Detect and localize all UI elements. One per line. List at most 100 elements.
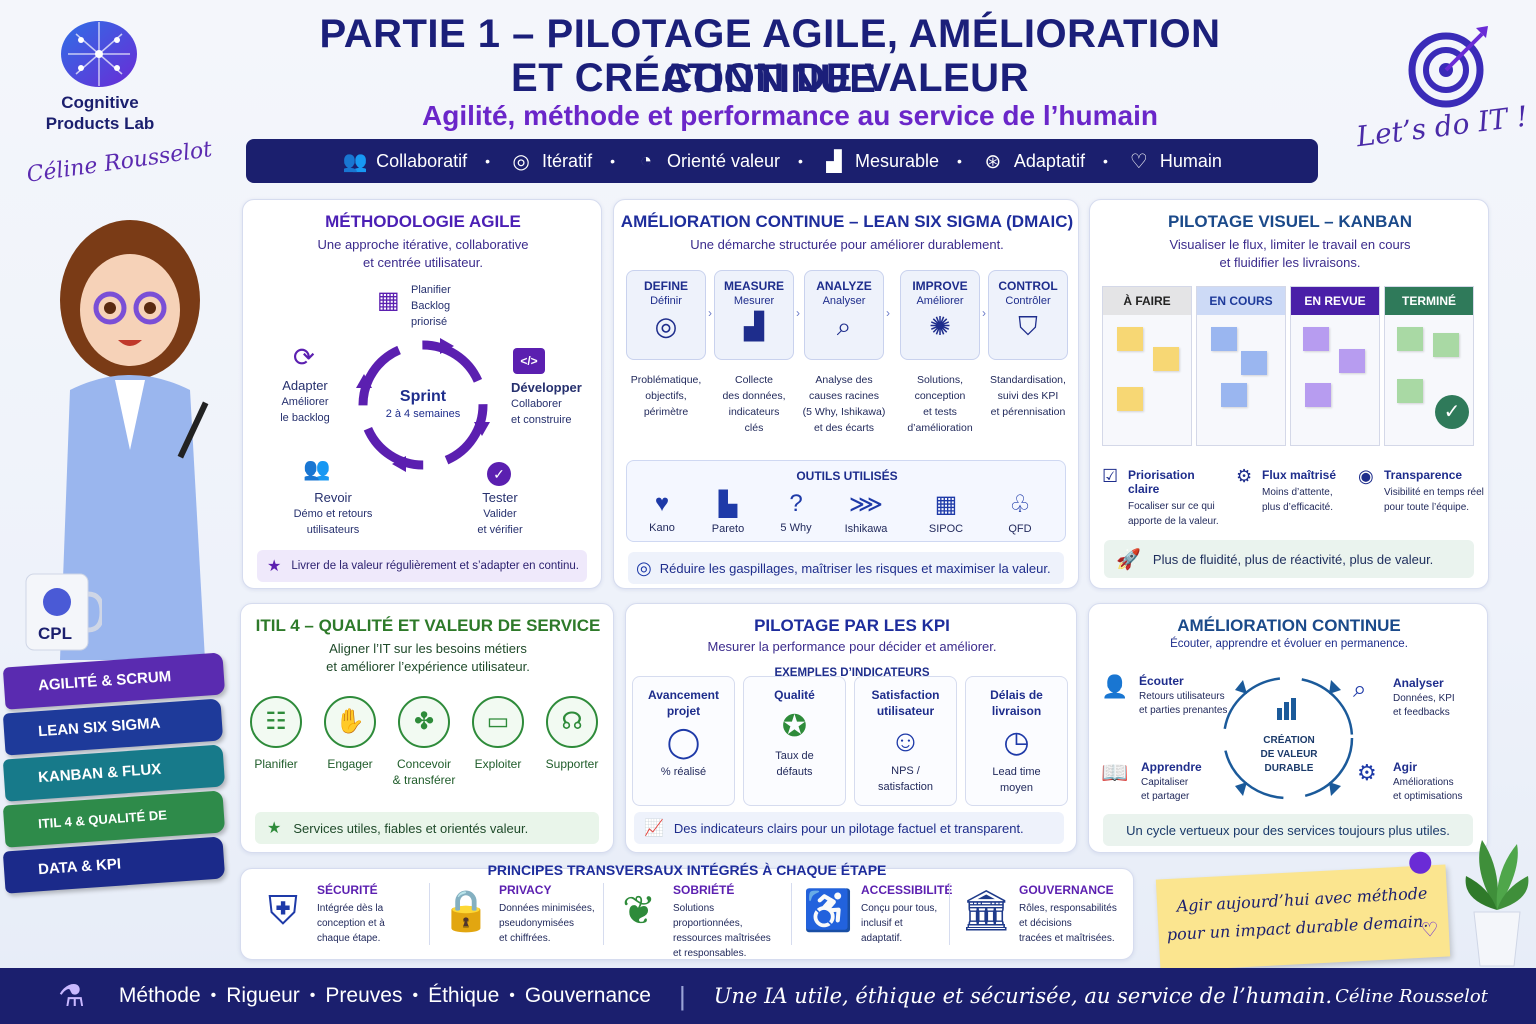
step-learn: 📖 Apprendre Capitaliser et partager	[1101, 760, 1202, 804]
pill-label: Orienté valeur	[666, 150, 781, 171]
step-plan-desc1: Backlog	[411, 300, 451, 312]
brand-name-line2: Products Lab	[45, 114, 155, 133]
continuous-banner: Un cycle vertueux pour des services touj…	[1103, 814, 1473, 846]
principle-desc-line: Données minimisées,	[499, 903, 595, 914]
kpi-title-line1: Avancement	[648, 688, 719, 702]
feature-desc1: Visibilité en temps réel	[1384, 487, 1484, 498]
kanban-column-header: EN REVUE	[1291, 287, 1379, 315]
tools-panel: OUTILS UTILISÉS	[626, 460, 1066, 542]
principle-desc-line: tracées et maîtrisées.	[1019, 933, 1115, 944]
tool-label: Pareto	[711, 523, 745, 535]
principle-title: PRIVACY	[499, 883, 552, 897]
virtuous-cycle-icon	[1222, 676, 1354, 800]
sticky-note-card	[1153, 347, 1179, 371]
flow-icon: ⚙	[1236, 466, 1253, 486]
card-title: PILOTAGE VISUEL – KANBAN	[1167, 212, 1412, 231]
gear-icon: ⚙	[1357, 760, 1377, 785]
kpi-title-line1: Qualité	[774, 688, 815, 702]
feature-title: Transparence	[1384, 468, 1463, 482]
dmaic-step-subtitle: Améliorer	[916, 295, 964, 307]
pill-label: Itératif	[542, 150, 593, 171]
dmaic-step-subtitle: Définir	[650, 295, 682, 307]
bar-chart-icon: ▟	[826, 150, 842, 173]
dmaic-desc-line: Problématique,	[630, 374, 702, 386]
puzzle-icon: ✤	[398, 696, 450, 748]
card-itil: ITIL 4 – QUALITÉ ET VALEUR DE SERVICE Al…	[240, 603, 614, 853]
fishbone-icon: ⋙	[848, 491, 884, 518]
sticky-note-card	[1339, 349, 1365, 373]
step-adapt-desc1: Améliorer	[281, 396, 329, 408]
sticky-note: Agir aujourd’hui avec méthode pour un im…	[1155, 851, 1451, 972]
cycle-center-line3: DURABLE	[1264, 763, 1314, 774]
handshake-icon: ✋	[324, 696, 376, 748]
kanban-banner-text: Plus de fluidité, plus de réactivité, pl…	[1152, 551, 1434, 567]
tool-label: Kano	[649, 522, 675, 534]
card-subtitle-line1: Aligner l’IT sur les besoins métiers	[329, 641, 527, 656]
principle-desc: Solutions proportionnées,ressources maît…	[673, 901, 780, 961]
separator-dot: •	[309, 987, 316, 1004]
cycle-center-line1: CRÉATION	[1263, 735, 1315, 746]
feature-desc1: Focaliser sur ce qui	[1128, 501, 1215, 512]
sticky-note-card	[1397, 327, 1423, 351]
star-icon: ★	[267, 820, 282, 837]
footer-signature: Céline Rousselot	[1335, 985, 1488, 1007]
dmaic-desc-line: périmètre	[643, 406, 689, 418]
book-icon: 📖	[1101, 760, 1129, 785]
magnifier-icon: ⌕	[836, 311, 852, 341]
kpi-title-line1: Satisfaction	[871, 688, 940, 702]
principle-desc-line: chaque étape.	[317, 933, 381, 944]
step-develop: Développer Collaborer et construire	[511, 380, 582, 428]
principle-desc-line: et décisions	[1019, 918, 1072, 929]
agile-banner-text: Livrer de la valeur régulièrement et s’a…	[291, 560, 580, 572]
principle-desc-line: et responsables.	[673, 948, 747, 959]
step-listen-title: Écouter	[1139, 674, 1184, 688]
dmaic-desc-line: suivi des KPI	[997, 390, 1059, 402]
pill-humain: ♡Humain	[1126, 149, 1222, 174]
pill-label: Adaptatif	[1013, 150, 1085, 171]
footer-word: Rigueur	[226, 984, 300, 1007]
principle-desc-line: Intégrée dès la	[317, 903, 384, 914]
card-subtitle-line2: et fluidifier les livraisons.	[1219, 255, 1361, 270]
itil-step-label-line1: Exploiter	[474, 757, 522, 771]
footer-tagline: Une IA utile, éthique et sécurisée, au s…	[713, 984, 1333, 1008]
dmaic-desc-line: indicateurs	[728, 406, 780, 418]
principle-divider	[603, 883, 604, 945]
itil-step-label-line2: & transférer	[392, 773, 456, 787]
donut-icon: ◯	[666, 726, 701, 759]
step-plan-desc2: priorisé	[411, 316, 448, 328]
kpi-banner-text: Des indicateurs clairs pour un pilotage …	[673, 820, 1024, 836]
dmaic-desc-line: et des écarts	[813, 422, 875, 434]
question-icon: ?	[789, 490, 803, 517]
sticky-note-card	[1221, 383, 1247, 407]
bar-chart-icon: ▟	[744, 311, 764, 341]
leaf-icon: ❦	[622, 889, 656, 933]
sprint-cycle-icon	[356, 338, 490, 472]
step-review-desc2: utilisateurs	[306, 524, 360, 536]
pin-icon	[1408, 851, 1432, 875]
itil-step-label: Engager	[315, 756, 385, 772]
step-listen: 👤 Écouter Retours utilisateurs et partie…	[1101, 674, 1227, 718]
kanban-column-header: EN COURS	[1197, 287, 1285, 315]
arrow-right-icon: ›	[982, 306, 986, 320]
principles-title: PRINCIPES TRANSVERSAUX INTÉGRÉS À CHAQUE…	[487, 862, 887, 878]
step-test-title: Tester	[482, 490, 518, 505]
cycle-center-line2: DE VALEUR	[1260, 749, 1318, 760]
pill-label: Mesurable	[854, 150, 939, 171]
itil-step-label-line1: Engager	[327, 757, 373, 771]
book-stack: CPL AGILITÉ & SCRUM LEAN SIX SIGMA (DMAI…	[0, 573, 230, 950]
feature-desc2: pour toute l’équipe.	[1384, 502, 1470, 513]
dmaic-banner-text: Réduire les gaspillages, maîtriser les r…	[659, 560, 1051, 576]
card-title: AMÉLIORATION CONTINUE	[1177, 616, 1401, 635]
step-act-desc2: et optimisations	[1393, 791, 1463, 802]
pill-label: Humain	[1159, 150, 1222, 171]
itil-step-label: Planifier	[241, 756, 311, 772]
dmaic-desc-line: Collecte	[735, 374, 773, 386]
pill-oriente-valeur: ◔Orienté valeur	[633, 150, 780, 173]
sticky-note-card	[1433, 333, 1459, 357]
